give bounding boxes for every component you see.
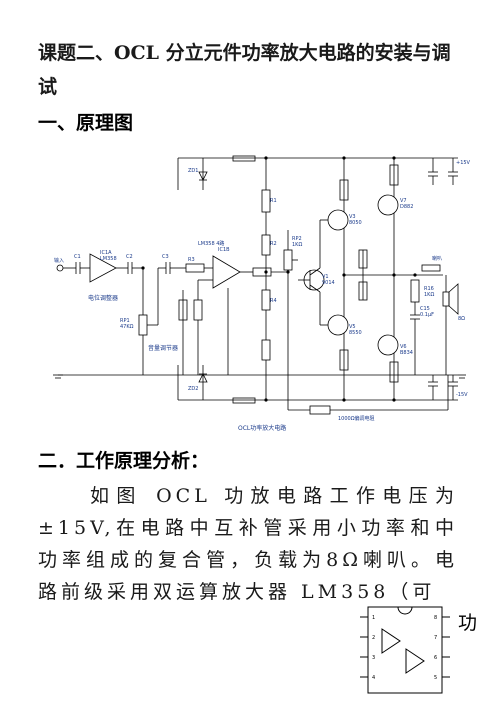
rp1-label: RP1: [120, 318, 130, 324]
rp1-value: 47KΩ: [120, 324, 134, 330]
c1-label: C1: [74, 254, 81, 260]
vminus-label: -15V: [456, 392, 468, 398]
preamp-label: 电位调整器: [88, 294, 118, 302]
speaker-label: 喇叭: [432, 255, 442, 262]
analysis-tail: 功: [458, 612, 478, 634]
lm358-chip-diagram: 1 2 3 4 8 7 6 5: [356, 601, 454, 697]
zd1-label: ZD1: [188, 168, 198, 174]
analysis-text: 如图 OCL 功放电路工作电压为±15V,在电路中互补管采用小功率和中功率组成的…: [38, 485, 458, 603]
svg-text:3: 3: [372, 655, 375, 661]
volume-label: 音量调节器: [148, 344, 178, 352]
svg-text:7: 7: [434, 635, 437, 641]
section-heading-schematic: 一、原理图: [38, 112, 134, 134]
svg-text:4: 4: [372, 675, 375, 681]
bias-label: 1000Ω偏调电阻: [338, 415, 375, 422]
r1-label: R1: [270, 198, 277, 204]
document-title: 课题二、OCL 分立元件功率放大电路的安装与调试: [38, 42, 451, 98]
rl-label: R16: [424, 286, 434, 292]
speaker-value: 8Ω: [458, 316, 465, 322]
svg-text:2: 2: [372, 635, 375, 641]
circuit-schematic: 输入 C1 IC1A LM358 电位调整器 C2 RP1 47KΩ 音量调节器…: [53, 155, 471, 432]
c3-label: C3: [162, 254, 169, 260]
svg-text:8: 8: [434, 615, 437, 621]
q6-part: B834: [400, 350, 413, 356]
amp-label: OCL功率放大电路: [238, 424, 286, 432]
c15-value: 0.1μF: [420, 312, 434, 318]
q5-label: V5: [349, 324, 356, 330]
rp2-label: RP2: [292, 236, 302, 242]
opamp-a-label: IC1A: [100, 250, 112, 256]
svg-text:1: 1: [372, 615, 375, 621]
q1-label: V1: [322, 274, 329, 280]
q6-label: V6: [400, 344, 407, 350]
q7-part: D882: [400, 204, 413, 210]
opamp-b-part: LM358 4路: [198, 240, 224, 247]
r4-label: R4: [270, 298, 277, 304]
zd2-label: ZD2: [188, 386, 198, 392]
input-label: 输入: [54, 257, 64, 264]
rl-value: 1KΩ: [424, 292, 434, 298]
opamp-a-part: LM358: [100, 256, 117, 262]
opamp-b-label: IC1B: [218, 247, 230, 253]
rp2-value: 1KΩ: [292, 242, 302, 248]
svg-text:6: 6: [434, 655, 437, 661]
r2-label: R2: [270, 241, 277, 247]
analysis-paragraph: 如图 OCL 功放电路工作电压为±15V,在电路中互补管采用小功率和中功率组成的…: [38, 480, 458, 608]
vplus-label: +15V: [456, 160, 471, 166]
q3-label: V3: [349, 214, 356, 220]
q3-part: 8050: [349, 220, 362, 226]
c2-label: C2: [126, 254, 133, 260]
q7-label: V7: [400, 198, 407, 204]
section-heading-analysis: 二．工作原理分析：: [38, 450, 210, 472]
q5-part: 8550: [349, 330, 362, 336]
q1-part: 9014: [322, 280, 335, 286]
r3-label: R3: [188, 257, 195, 263]
c15-label: C15: [420, 306, 430, 312]
svg-text:5: 5: [434, 675, 437, 681]
